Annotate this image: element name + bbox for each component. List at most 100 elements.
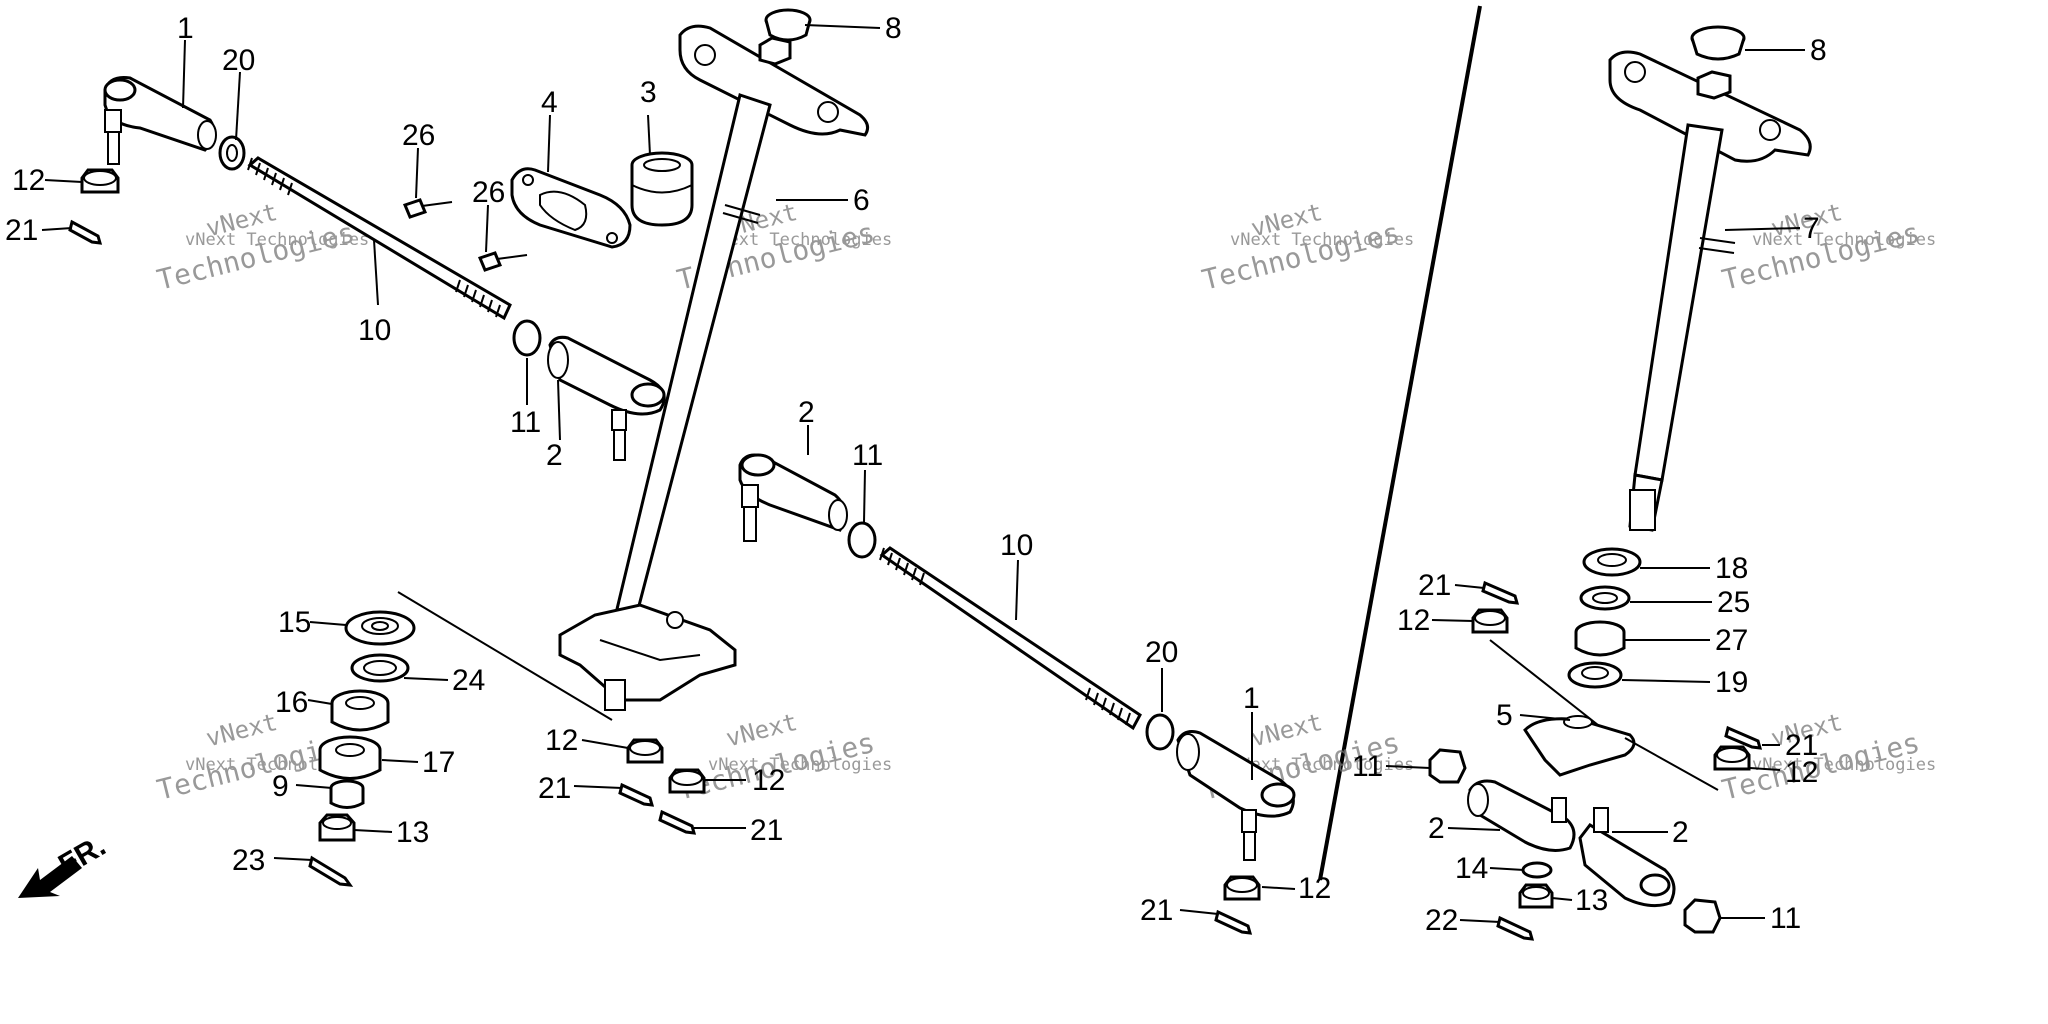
part-bearing-18	[1582, 547, 1642, 577]
part-tie-rod-end-1	[103, 76, 217, 165]
part-bearing-17	[318, 735, 382, 780]
callout-12: 12	[1298, 872, 1331, 905]
part-tie-rod-end-2-right-b	[1578, 807, 1676, 908]
part-cotter-pin-21-c	[658, 809, 697, 835]
callout-9: 9	[272, 770, 289, 803]
callout-21: 21	[750, 814, 783, 847]
part-nut-13-right	[1518, 883, 1554, 909]
watermark-text: vNext Technologies	[708, 230, 892, 250]
part-cap-8	[764, 8, 812, 42]
divider-line	[1318, 5, 1482, 881]
callout-2: 2	[1672, 816, 1689, 849]
callout-24: 24	[452, 664, 485, 697]
callout-6: 6	[853, 184, 870, 217]
callout-1: 1	[1243, 682, 1260, 715]
watermark-text: vNext Technologies	[708, 755, 892, 775]
callout-8: 8	[1810, 34, 1827, 67]
part-nut-11-right-b	[1683, 898, 1722, 934]
callout-25: 25	[1717, 586, 1750, 619]
part-cotter-pin-21-e	[1481, 580, 1520, 605]
part-nut-11-mid	[847, 521, 877, 559]
callout-14: 14	[1455, 852, 1488, 885]
callout-2: 2	[1428, 812, 1445, 845]
part-holder-4	[510, 167, 632, 249]
callout-11: 11	[1352, 750, 1383, 783]
callout-12: 12	[1397, 604, 1430, 637]
part-bolt-26-upper	[402, 198, 453, 219]
part-collar-9	[329, 779, 365, 809]
part-bolt-26-lower	[477, 251, 528, 272]
part-castle-nut-12-f	[1713, 745, 1751, 771]
callout-12: 12	[545, 724, 578, 757]
part-steering-shaft-6	[558, 24, 870, 711]
callout-4: 4	[541, 86, 558, 119]
part-cotter-pin-21-f	[1724, 725, 1763, 750]
part-seal-24	[350, 653, 410, 683]
callout-13: 13	[396, 816, 429, 849]
callout-2: 2	[798, 396, 815, 429]
watermark-text: vNext Technologies	[1230, 755, 1414, 775]
part-castle-nut-12	[80, 168, 120, 194]
part-nut-11	[512, 319, 542, 357]
callout-21: 21	[1785, 729, 1818, 762]
callout-16: 16	[275, 686, 308, 719]
part-tie-rod-end-1-mid	[1176, 730, 1296, 861]
part-castle-nut-12-e	[1471, 608, 1509, 634]
callout-13: 13	[1575, 884, 1608, 917]
part-nut-13	[318, 813, 356, 842]
front-direction-arrow: FR.	[18, 829, 111, 898]
callout-26: 26	[472, 176, 505, 209]
part-bearing-15	[344, 610, 416, 646]
part-washer-20-hole	[226, 144, 238, 162]
part-tie-rod-10	[247, 156, 512, 321]
callout-3: 3	[640, 76, 657, 109]
callout-1: 1	[177, 12, 194, 45]
part-cotter-pin-21	[68, 219, 103, 245]
callout-21: 21	[1418, 569, 1451, 602]
part-bushing-3	[630, 151, 694, 227]
callout-26: 26	[402, 119, 435, 152]
part-cap-8-right	[1690, 25, 1746, 61]
callout-labels: 1 20 12 21 10 26 26 4 3 8 6 11 2 15 24 1…	[5, 12, 1827, 937]
part-nut-11-right-a	[1428, 748, 1467, 784]
callout-11: 11	[510, 406, 541, 439]
callout-21: 21	[5, 214, 38, 247]
part-tie-rod-end-2-right-a	[1467, 779, 1576, 852]
part-tie-rod-10-mid	[879, 546, 1142, 731]
callout-21: 21	[1140, 894, 1173, 927]
part-washer-14	[1521, 861, 1553, 879]
callout-22: 22	[1425, 904, 1458, 937]
callout-12: 12	[1785, 756, 1818, 789]
callout-10: 10	[1000, 529, 1033, 562]
part-bearing-27	[1574, 620, 1626, 657]
part-bearing-19	[1567, 661, 1623, 689]
callout-17: 17	[422, 746, 455, 779]
watermark-text: vNext Technologies	[1752, 230, 1936, 250]
watermark-text: vNext Technologies	[185, 230, 369, 250]
callout-20: 20	[1145, 636, 1178, 669]
watermark-text: vNext Technologies	[1752, 755, 1936, 775]
part-arm-5	[1523, 715, 1636, 777]
watermark-text: vNext Technologies	[1230, 230, 1414, 250]
callout-20: 20	[222, 44, 255, 77]
callout-8: 8	[885, 12, 902, 45]
callout-23: 23	[232, 844, 265, 877]
callout-10: 10	[358, 314, 391, 347]
part-bearing-16	[330, 689, 390, 732]
callout-11: 11	[1770, 902, 1801, 935]
callout-21: 21	[538, 772, 571, 805]
part-castle-nut-12-b	[626, 738, 664, 764]
part-tie-rod-end-2	[547, 335, 666, 461]
callout-5: 5	[1496, 699, 1513, 732]
callout-12: 12	[752, 764, 785, 797]
part-seal-25	[1579, 585, 1631, 611]
part-washer-20-mid	[1145, 713, 1175, 751]
callout-15: 15	[278, 606, 311, 639]
callout-2: 2	[546, 439, 563, 472]
part-steering-shaft-7	[1608, 50, 1812, 532]
callout-12: 12	[12, 164, 45, 197]
part-cotter-pin-23	[308, 855, 354, 887]
leader-lines	[41, 24, 1805, 923]
callout-7: 7	[1803, 212, 1820, 245]
